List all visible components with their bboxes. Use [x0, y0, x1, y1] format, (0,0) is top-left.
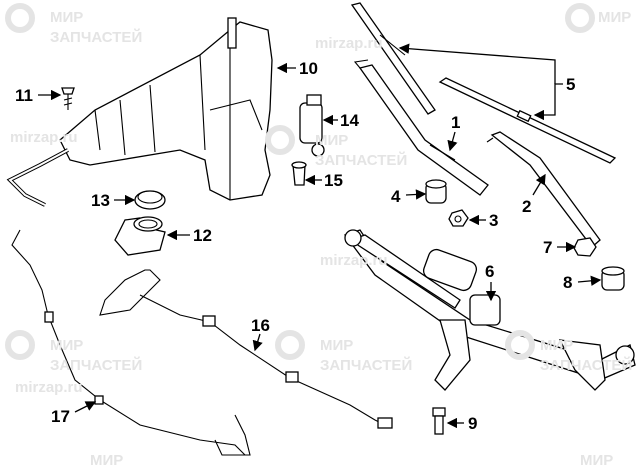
callout-13: 13 [91, 191, 110, 210]
wiper-arm-right [486, 131, 601, 248]
watermark-brand-line1: МИР [90, 452, 123, 469]
callouts: 11 10 5 1 14 15 4 3 2 13 12 7 8 6 16 17 … [15, 59, 575, 433]
washer-hose-16 [99, 269, 393, 429]
wiper-blade-right [438, 77, 617, 164]
callout-5: 5 [566, 75, 575, 94]
watermark-brand-line2: ЗАПЧАСТЕЙ [315, 151, 407, 169]
callout-4: 4 [391, 187, 401, 206]
watermark-brand-line2: ЗАПЧАСТЕЙ [50, 28, 142, 46]
watermark-brand-line1: МИР [598, 9, 631, 26]
callout-14: 14 [340, 111, 359, 130]
watermark-url: mirzap.ru [15, 379, 83, 396]
watermark-brand-line1: МИР [540, 337, 573, 354]
callout-17: 17 [51, 407, 70, 426]
callout-8: 8 [563, 273, 572, 292]
arm-cap-right [601, 266, 625, 291]
wiper-arm-left [353, 59, 489, 196]
wiper-linkage-motor [343, 229, 636, 391]
filler-neck [114, 216, 166, 256]
callout-11: 11 [15, 86, 33, 105]
reservoir-cap [134, 190, 166, 210]
callout-16: 16 [251, 316, 270, 335]
washer-hose-17 [11, 229, 251, 456]
callout-3: 3 [489, 211, 498, 230]
callout-2: 2 [522, 197, 531, 216]
linkage-bolt [432, 407, 446, 435]
leader-lines [38, 43, 602, 429]
callout-12: 12 [193, 226, 212, 245]
watermark-brand-line1: МИР [580, 452, 613, 469]
watermark-brand-line1: МИР [315, 132, 348, 149]
clip [61, 87, 75, 110]
watermark-url: mirzap.ru [320, 252, 388, 269]
watermark-url: mirzap.ru [10, 129, 78, 146]
watermark-url: mirzap.ru [315, 35, 383, 52]
watermark-brand-line2: ЗАПЧАСТЕЙ [50, 356, 142, 374]
callout-1: 1 [451, 113, 460, 132]
callout-10: 10 [299, 59, 318, 78]
callout-9: 9 [468, 414, 477, 433]
watermark-brand-line1: МИР [320, 337, 353, 354]
arm-cap-left [425, 179, 447, 204]
pump-grommet [291, 161, 307, 186]
watermark-brand-line2: ЗАПЧАСТЕЙ [540, 356, 632, 374]
watermark-brand-line1: МИР [50, 9, 83, 26]
callout-6: 6 [485, 262, 494, 281]
washer-pump [299, 94, 325, 157]
watermark-brand-line1: МИР [50, 337, 83, 354]
washer-reservoir [6, 17, 273, 207]
callout-7: 7 [543, 238, 552, 257]
watermark: МИР ЗАПЧАСТЕЙ mirzap.ru МИР МИР ЗАПЧАСТЕ… [5, 3, 632, 469]
arm-nut [448, 209, 469, 227]
watermark-brand-line2: ЗАПЧАСТЕЙ [320, 356, 412, 374]
callout-15: 15 [324, 171, 343, 190]
